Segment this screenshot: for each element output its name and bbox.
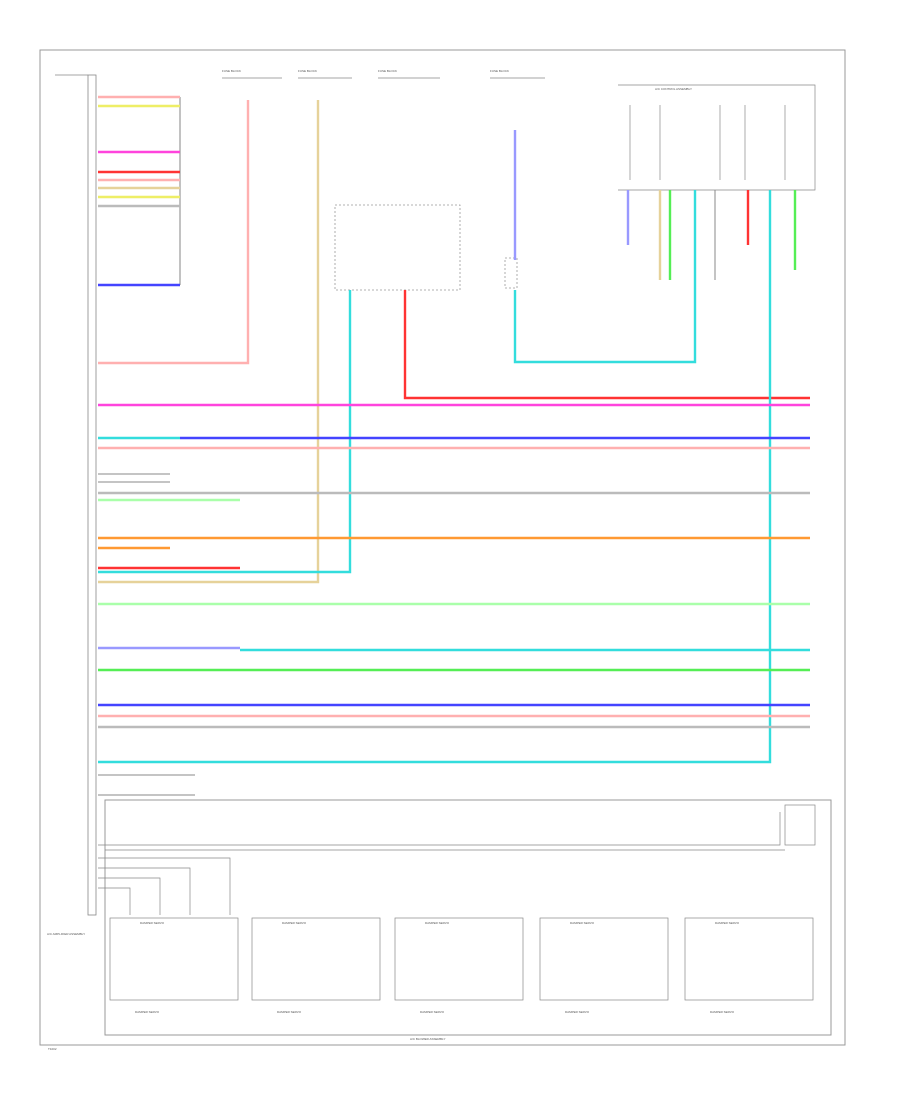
svg-text:DAMPER SERVO: DAMPER SERVO [277,1010,302,1014]
control-drop-wires [626,190,797,280]
svg-text:DAMPER SERVO: DAMPER SERVO [710,1010,735,1014]
svg-text:A/C BLOWER ASSEMBLY: A/C BLOWER ASSEMBLY [410,1037,445,1041]
svg-text:DAMPER SERVO: DAMPER SERVO [425,921,450,925]
damper-module-5: DAMPER SERVO DAMPER SERVO [684,917,814,1014]
svg-text:DAMPER SERVO: DAMPER SERVO [135,1010,160,1014]
svg-text:FUSE BLOCK: FUSE BLOCK [222,69,241,73]
svg-text:FUSE BLOCK: FUSE BLOCK [378,69,397,73]
fuse-block-2: FUSE BLOCK [298,69,352,79]
svg-text:DAMPER SERVO: DAMPER SERVO [140,921,165,925]
svg-text:DAMPER SERVO: DAMPER SERVO [282,921,307,925]
fuse-block-4: FUSE BLOCK [490,69,545,79]
bottom-assembly: A/C BLOWER ASSEMBLY [104,799,832,1041]
bottom-feeds [98,812,781,915]
fuse-block-3: FUSE BLOCK [378,69,440,79]
resistor-box [504,257,518,289]
relay-box [334,204,461,291]
diagram-border [39,49,846,1046]
left-short-wires [98,95,181,287]
svg-text:A/C CONTROL ASSEMBLY: A/C CONTROL ASSEMBLY [655,87,692,91]
ac-control-assembly: A/C CONTROL ASSEMBLY [618,84,816,191]
damper-module-3: DAMPER SERVO DAMPER SERVO [394,917,524,1014]
svg-text:DAMPER SERVO: DAMPER SERVO [715,921,740,925]
vertical-feeds [98,100,810,764]
ecu-connector: A/C AMPLIFIER ASSEMBLY [47,74,97,936]
svg-text:DAMPER SERVO: DAMPER SERVO [565,1010,590,1014]
svg-text:DAMPER SERVO: DAMPER SERVO [570,921,595,925]
damper-modules: DAMPER SERVO DAMPER SERVO DAMPER SERVO D… [109,917,814,1014]
damper-module-2: DAMPER SERVO DAMPER SERVO [251,917,381,1014]
damper-module-1: DAMPER SERVO DAMPER SERVO [109,917,239,1014]
footer-code: T1002 [48,1047,57,1051]
ecu-label: A/C AMPLIFIER ASSEMBLY [47,932,85,936]
fuse-block-1: FUSE BLOCK [222,69,282,79]
svg-text:FUSE BLOCK: FUSE BLOCK [298,69,317,73]
horizontal-bus [98,403,810,796]
damper-module-4: DAMPER SERVO DAMPER SERVO [539,917,669,1014]
svg-text:DAMPER SERVO: DAMPER SERVO [420,1010,445,1014]
svg-text:FUSE BLOCK: FUSE BLOCK [490,69,509,73]
